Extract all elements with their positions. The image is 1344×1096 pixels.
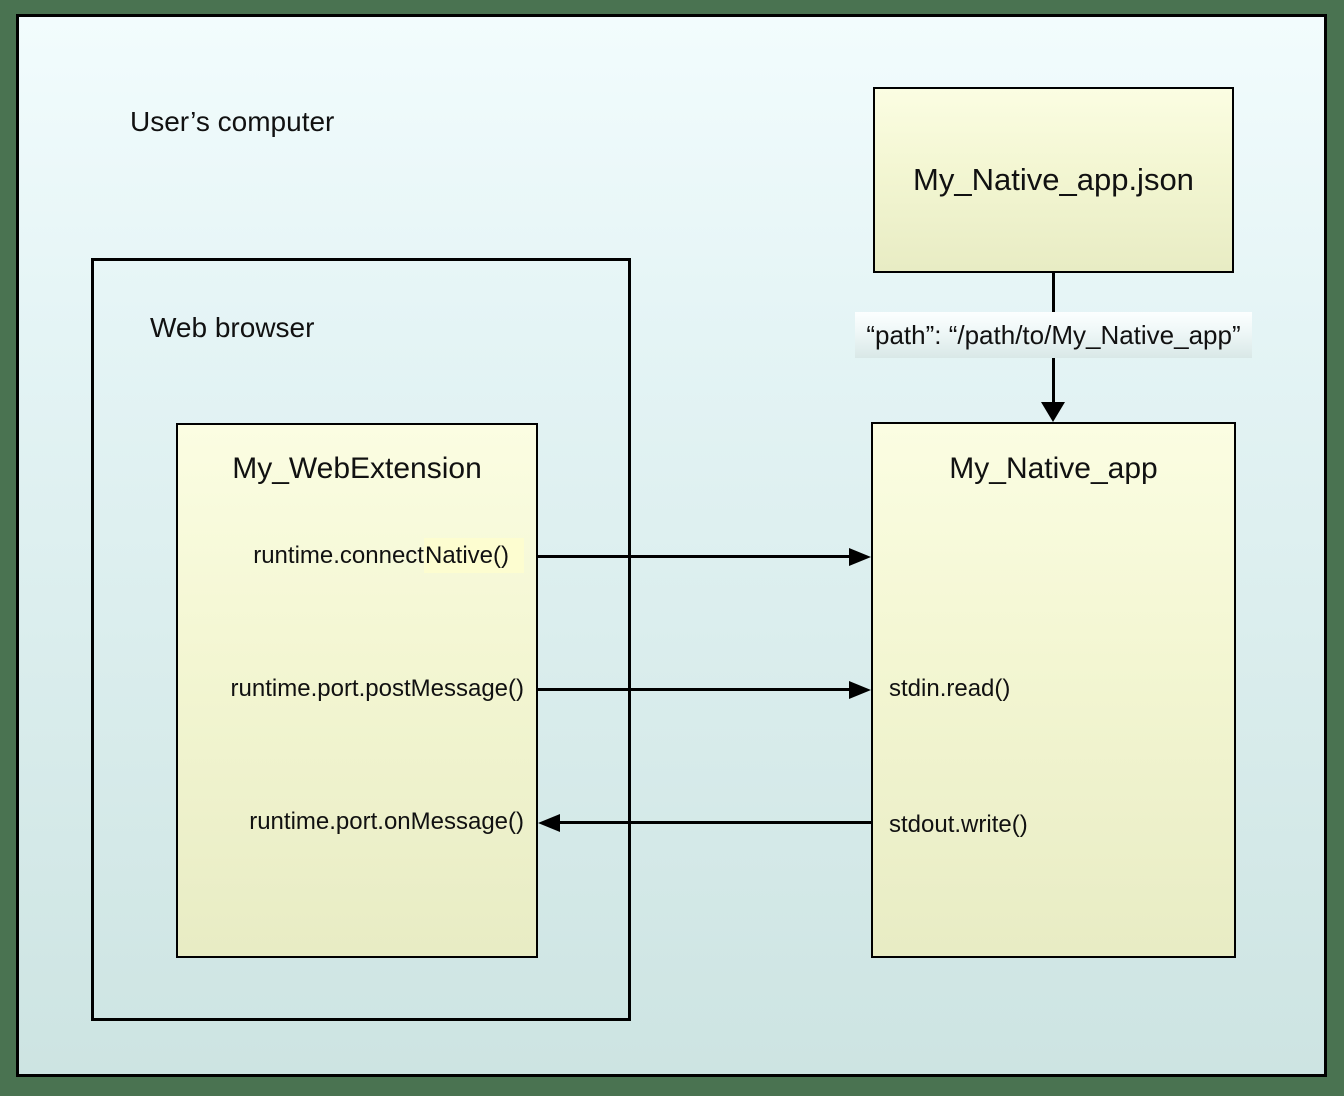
call-connect-native-highlight: Native(): [423, 538, 524, 573]
arrow-line: [538, 688, 850, 691]
path-annotation-label: “path”: “/path/to/My_Native_app”: [855, 312, 1252, 358]
web-browser-box: Web browser My_WebExtension runtime.conn…: [91, 258, 631, 1021]
arrowhead-down-icon: [1041, 402, 1065, 422]
arrow-line: [538, 555, 850, 558]
manifest-title: My_Native_app.json: [913, 162, 1194, 197]
webextension-title: My_WebExtension: [232, 452, 482, 485]
user-computer-box: User’s computer Web browser My_WebExtens…: [16, 14, 1327, 1077]
manifest-box: My_Native_app.json: [873, 87, 1234, 273]
web-browser-label: Web browser: [150, 312, 315, 343]
call-stdin-read: stdin.read(): [889, 675, 1011, 702]
call-connect-native: runtime.connectNative(): [253, 538, 524, 573]
call-connect-native-prefix: runtime.connect: [253, 542, 424, 569]
arrow-line: [559, 821, 871, 824]
user-computer-label: User’s computer: [130, 106, 335, 137]
call-stdout-write: stdout.write(): [889, 811, 1028, 838]
arrowhead-left-icon: [538, 814, 560, 832]
arrowhead-right-icon: [849, 681, 871, 699]
call-post-message: runtime.port.postMessage(): [230, 675, 524, 702]
arrowhead-right-icon: [849, 548, 871, 566]
native-app-box: My_Native_app stdin.read() stdout.write(…: [871, 422, 1236, 958]
native-app-title: My_Native_app: [949, 452, 1158, 485]
webextension-box: My_WebExtension runtime.connectNative() …: [176, 423, 538, 958]
call-on-message: runtime.port.onMessage(): [249, 808, 524, 835]
